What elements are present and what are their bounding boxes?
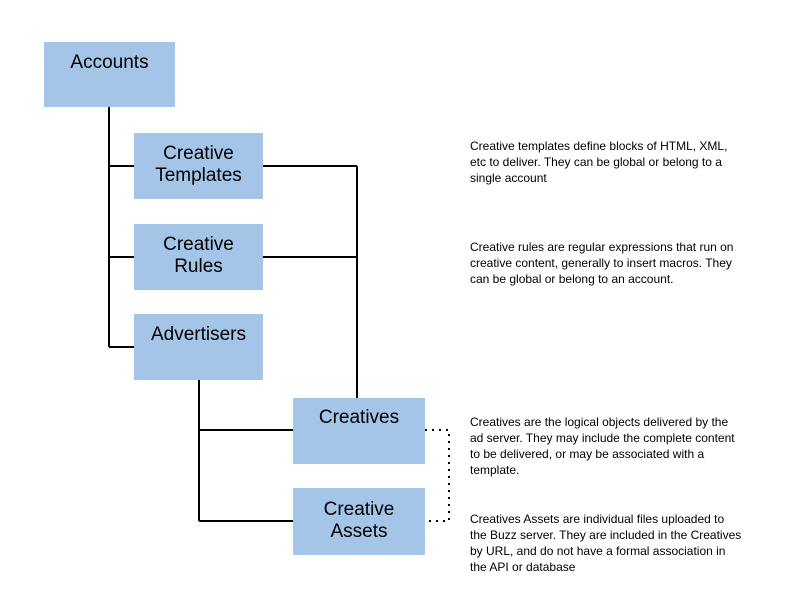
- note-line: by URL, and do not have a formal associa…: [470, 544, 726, 558]
- note-line: can be global or belong to an account.: [470, 272, 674, 286]
- creative-templates-label-line-2: Templates: [155, 165, 242, 186]
- creative-rules-label-line-2: Rules: [174, 256, 223, 277]
- creatives-label: Creatives: [318, 407, 400, 428]
- note-line: template.: [470, 463, 520, 477]
- note-line: ad server. They may include the complete…: [470, 431, 735, 445]
- creatives-note: Creatives are the logical objects delive…: [470, 414, 735, 478]
- note-line: Creatives Assets are individual files up…: [470, 512, 725, 526]
- creatives-node[interactable]: Creatives: [293, 398, 425, 464]
- creative-rules-note: Creative rules are regular expressions t…: [470, 239, 733, 287]
- note-line: Creative rules are regular expressions t…: [470, 240, 734, 254]
- creative-assets-label-line-2: Assets: [330, 521, 388, 542]
- creative-templates-note: Creative templates define blocks of HTML…: [470, 138, 727, 186]
- advertisers-node[interactable]: Advertisers: [134, 314, 263, 380]
- note-line: to be delivered, or may be associated wi…: [470, 447, 705, 461]
- note-line: etc to deliver. They can be global or be…: [470, 155, 722, 169]
- note-line: creative content, generally to insert ma…: [470, 256, 732, 270]
- creative-assets-node[interactable]: Creative Assets: [293, 488, 425, 555]
- note-line: the Buzz server. They are included in th…: [470, 528, 742, 542]
- note-line: the API or database: [470, 560, 576, 574]
- note-line: single account: [470, 171, 547, 185]
- accounts-label: Accounts: [70, 52, 149, 73]
- note-line: Creative templates define blocks of HTML…: [470, 139, 728, 153]
- note-line: Creatives are the logical objects delive…: [470, 415, 729, 429]
- accounts-node[interactable]: Accounts: [44, 42, 175, 107]
- creative-rules-label-line-1: Creative: [163, 234, 234, 255]
- creative-assets-note: Creatives Assets are individual files up…: [470, 511, 741, 575]
- creatives-assets-dotted-link: [425, 429, 450, 522]
- creative-rules-node[interactable]: Creative Rules: [134, 224, 263, 290]
- creative-templates-node[interactable]: Creative Templates: [134, 133, 263, 199]
- creative-assets-label-line-1: Creative: [323, 499, 395, 520]
- creative-templates-label-line-1: Creative: [163, 143, 234, 164]
- advertisers-label: Advertisers: [150, 324, 247, 345]
